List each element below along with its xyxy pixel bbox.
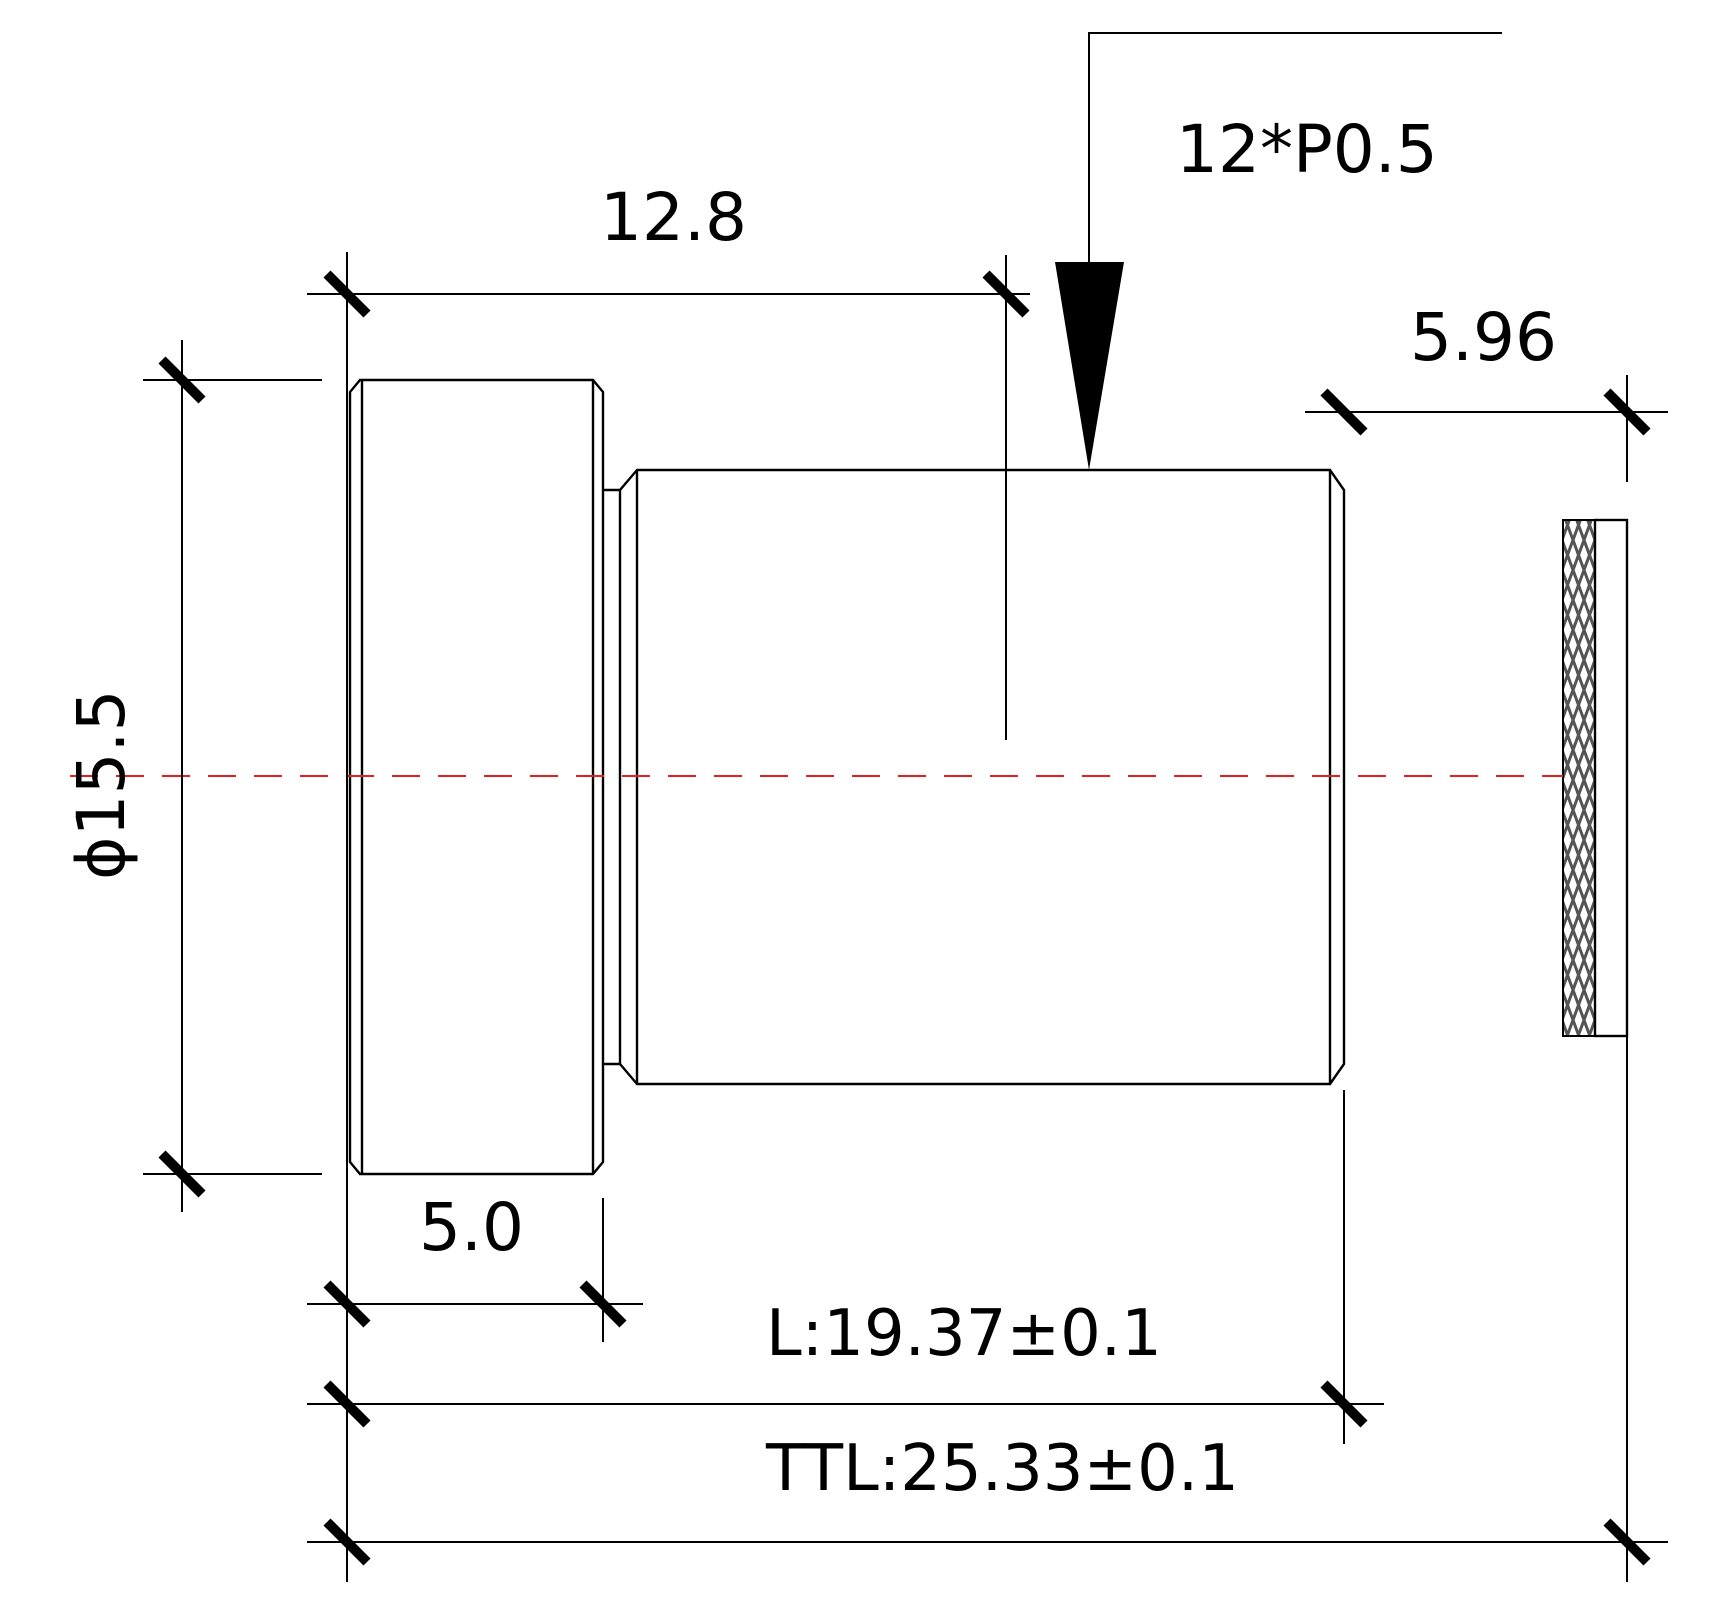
thread-callout: 12*P0.5 xyxy=(1055,32,1502,470)
tick-mark xyxy=(1603,1518,1651,1566)
neck-outline xyxy=(603,488,622,1066)
tick-mark xyxy=(1320,388,1368,436)
lens-length-label: L:19.37±0.1 xyxy=(766,1297,1162,1371)
diameter-label: ϕ15.5 xyxy=(63,690,140,881)
tick-mark xyxy=(323,1380,371,1428)
thread-length-label: 12.8 xyxy=(600,179,747,256)
dim-flange-width: 5.0 xyxy=(307,1189,643,1342)
dim-back-focal: 5.96 xyxy=(1305,299,1668,482)
thread-leader-line xyxy=(1088,32,1502,265)
tick-mark xyxy=(1603,388,1651,436)
thread-spec-label: 12*P0.5 xyxy=(1176,111,1438,188)
image-sensor xyxy=(1562,518,1629,1038)
barrel-outline xyxy=(619,468,1346,1086)
tick-mark xyxy=(158,1150,206,1198)
ttl-label: TTL:25.33±0.1 xyxy=(765,1432,1239,1506)
tick-mark xyxy=(1320,1380,1368,1428)
back-focal-label: 5.96 xyxy=(1410,299,1557,376)
flange-width-label: 5.0 xyxy=(419,1189,524,1266)
sensor-glass xyxy=(1593,518,1629,1038)
tick-mark xyxy=(579,1280,627,1328)
tick-mark xyxy=(982,270,1030,318)
dim-diameter: ϕ15.5 xyxy=(63,340,322,1212)
thread-arrowhead xyxy=(1055,262,1124,470)
dim-total-track-length: TTL:25.33±0.1 xyxy=(307,1036,1668,1582)
tick-mark xyxy=(158,356,206,404)
sensor-hatch xyxy=(1562,519,1596,1037)
tick-mark xyxy=(323,1518,371,1566)
dim-lens-length: L:19.37±0.1 xyxy=(307,1090,1384,1444)
flange-outline xyxy=(348,378,605,1176)
dim-thread-length: 12.8 xyxy=(307,179,1030,740)
